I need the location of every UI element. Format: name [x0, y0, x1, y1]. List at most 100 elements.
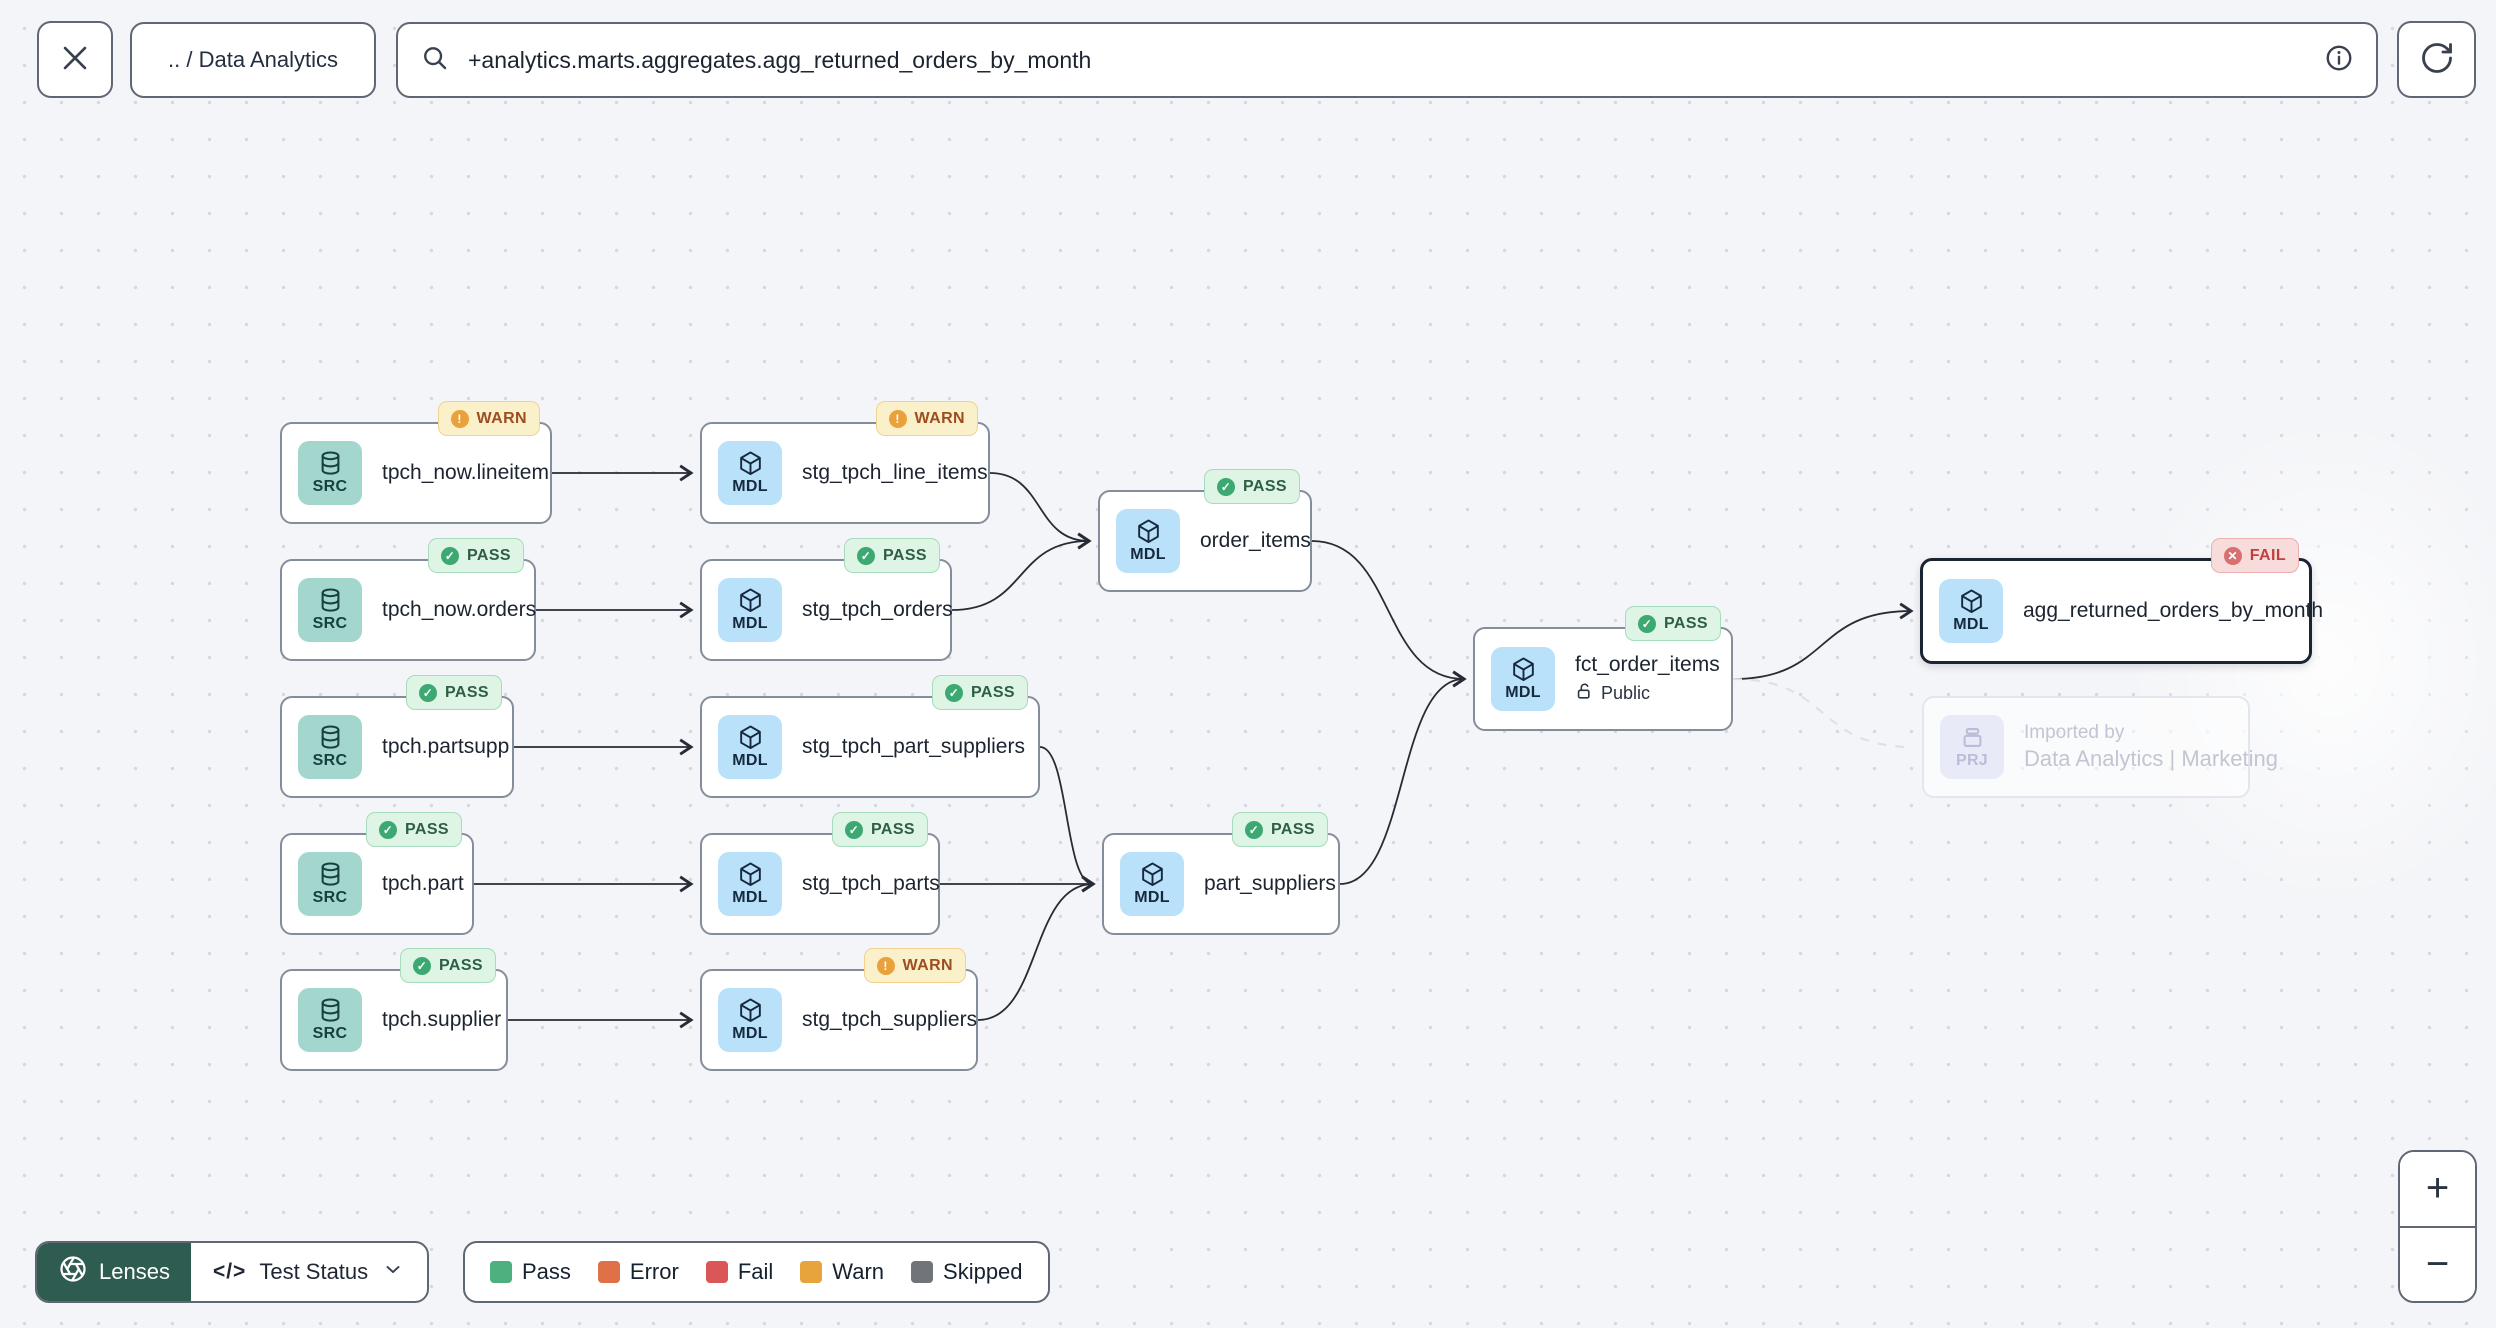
info-icon[interactable] — [2324, 43, 2354, 78]
status-badge-pass: ✓PASS — [406, 675, 502, 710]
node-label: stg_tpch_orders — [802, 598, 953, 621]
chevron-down-icon — [381, 1257, 405, 1287]
refresh-icon — [2419, 40, 2455, 79]
zoom-controls: + − — [2398, 1150, 2477, 1303]
code-icon: </> — [212, 1260, 247, 1283]
lineage-edge — [977, 875, 1096, 1021]
mdl-chip: MDL — [1116, 509, 1180, 573]
status-badge-label: PASS — [445, 683, 489, 701]
model-cube-icon — [737, 724, 764, 751]
node-label: tpch_now.lineitem — [382, 461, 549, 484]
lineage-node-stg_tpch_parts[interactable]: ✓ PASS MDL stg_tpch_parts — [700, 812, 940, 935]
lineage-node-order_items[interactable]: ✓PASS MDL order_items — [1098, 469, 1312, 592]
status-badge-icon: ! — [888, 409, 907, 428]
legend-swatch — [705, 1261, 728, 1283]
node-sublabel-text: Public — [1601, 683, 1651, 703]
status-badge-icon: ✓ — [845, 820, 864, 839]
status-badge-pass: ✓PASS — [366, 812, 462, 847]
status-badge-label: PASS — [1243, 477, 1287, 495]
lenses-icon — [58, 1254, 88, 1290]
database-icon — [317, 587, 344, 614]
zoom-out-button[interactable]: − — [2400, 1225, 2475, 1301]
node-label: fct_order_items — [1575, 652, 1720, 676]
status-badge-icon: ✓ — [945, 683, 964, 702]
src-chip: SRC — [298, 715, 362, 779]
status-badge-warn: ! WARN — [875, 401, 978, 436]
database-icon — [317, 997, 344, 1024]
model-cube-icon — [1510, 656, 1537, 683]
src-chip: SRC — [298, 441, 362, 505]
status-badge-label: PASS — [883, 546, 927, 564]
status-badge-label: WARN — [914, 409, 965, 427]
legend-label: Error — [629, 1259, 679, 1284]
node-sublabel: Public — [1575, 682, 1720, 706]
node-label: order_items — [1200, 529, 1311, 552]
status-badge-label: WARN — [476, 409, 527, 427]
node-text: stg_tpch_part_suppliers — [802, 735, 1025, 759]
node-text: stg_tpch_suppliers — [802, 1008, 977, 1032]
status-badge-pass: ✓PASS — [1204, 469, 1300, 504]
model-cube-icon — [1139, 861, 1166, 888]
status-badge-icon: ✕ — [2223, 546, 2242, 565]
project-icon — [1959, 724, 1986, 751]
status-badge-pass: ✓PASS — [1232, 812, 1328, 847]
legend-label: Warn — [832, 1259, 885, 1284]
status-badge-icon: ✓ — [1638, 614, 1657, 633]
status-badge-label: PASS — [1664, 614, 1708, 632]
chip-type-label: MDL — [1130, 546, 1166, 563]
close-button[interactable] — [37, 21, 113, 98]
node-text: part_suppliers — [1204, 872, 1336, 896]
model-cube-icon — [737, 997, 764, 1024]
database-icon — [317, 861, 344, 888]
refresh-button[interactable] — [2397, 21, 2476, 98]
search-input[interactable] — [466, 45, 2308, 75]
node-label: stg_tpch_parts — [802, 872, 940, 895]
src-chip: SRC — [298, 988, 362, 1052]
legend-item-fail: Fail — [705, 1259, 773, 1285]
chip-type-label: MDL — [732, 615, 768, 632]
chip-type-label: SRC — [312, 752, 348, 769]
status-badge-icon: ✓ — [441, 546, 460, 565]
status-badge-label: PASS — [871, 820, 915, 838]
chip-type-label: MDL — [1953, 616, 1989, 633]
legend-item-error: Error — [597, 1259, 679, 1285]
lineage-edge — [1039, 746, 1096, 893]
lens-selector-dropdown[interactable]: </> Test Status — [191, 1243, 427, 1301]
chip-type-label: MDL — [732, 1025, 768, 1042]
search-bar[interactable] — [396, 22, 2378, 98]
chip-type-label: SRC — [312, 889, 348, 906]
zoom-in-button[interactable]: + — [2400, 1152, 2475, 1226]
mdl-chip: MDL — [718, 852, 782, 916]
legend-swatch — [597, 1261, 620, 1283]
node-text: order_items — [1200, 529, 1311, 553]
legend-item-skipped: Skipped — [911, 1259, 1023, 1285]
status-badge-label: PASS — [971, 683, 1015, 701]
search-icon — [420, 43, 450, 78]
lock-open-icon — [1575, 682, 1594, 706]
lineage-edge — [1732, 678, 1914, 748]
node-text: tpch.partsupp — [382, 735, 509, 759]
breadcrumb[interactable]: .. / Data Analytics — [130, 22, 376, 98]
node-sublabel-text: Data Analytics | Marketing — [2024, 746, 2278, 771]
chip-type-label: SRC — [312, 478, 348, 495]
lenses-button[interactable]: Lenses — [37, 1243, 191, 1301]
model-cube-icon — [737, 861, 764, 888]
chip-type-label: PRJ — [1955, 752, 1989, 769]
legend-swatch — [911, 1261, 934, 1283]
status-badge-pass: ✓ PASS — [1625, 606, 1721, 641]
lineage-node-tpch_partsupp[interactable]: ✓PASS SRC tpch.partsupp — [280, 675, 514, 798]
status-badge-icon: ✓ — [1245, 820, 1264, 839]
